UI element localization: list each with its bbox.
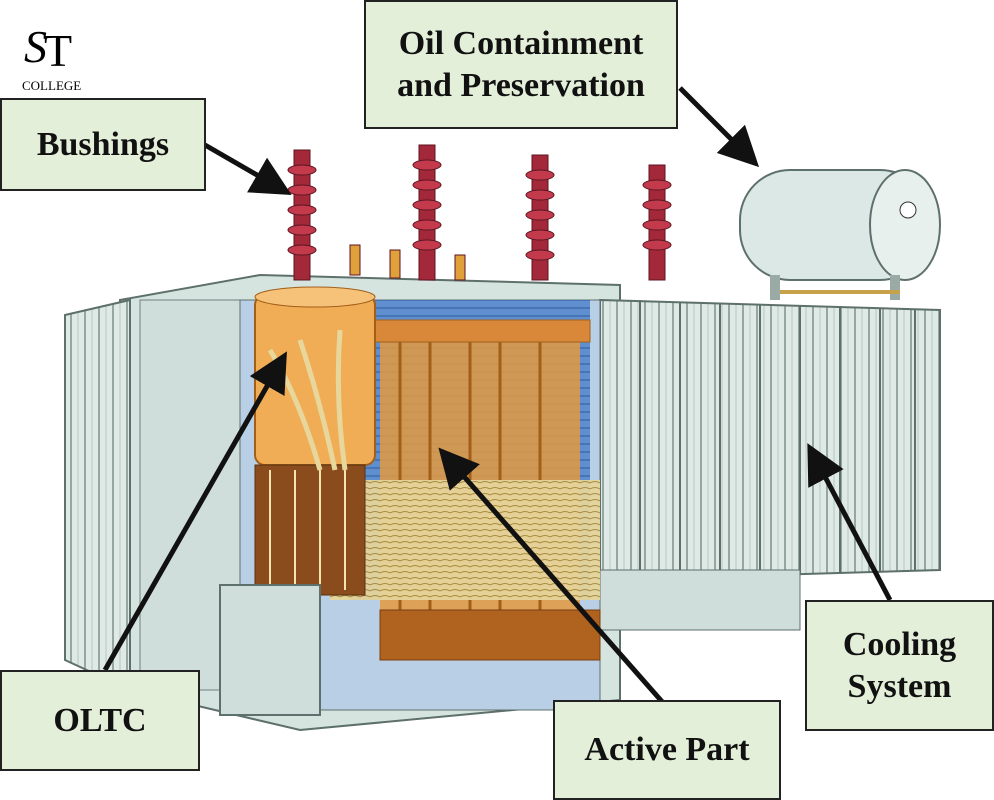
- label-oltc: OLTC: [0, 670, 200, 771]
- conservator-tank: [739, 169, 941, 300]
- label-bushings: Bushings: [0, 98, 206, 191]
- label-cooling-system: Cooling System: [805, 600, 994, 731]
- svg-text:S: S: [24, 21, 47, 72]
- svg-text:COLLEGE: COLLEGE: [22, 78, 81, 92]
- control-cabinet: [219, 584, 321, 716]
- college-logo: S T COLLEGE: [22, 21, 81, 92]
- bushings: [287, 144, 672, 281]
- cooling-radiators: [599, 298, 941, 631]
- svg-text:T: T: [44, 25, 72, 76]
- label-oil-containment: Oil Containment and Preservation: [364, 0, 678, 129]
- label-active-part: Active Part: [553, 700, 781, 800]
- pointer-arrows: [102, 86, 893, 707]
- oltc-unit: [254, 286, 376, 596]
